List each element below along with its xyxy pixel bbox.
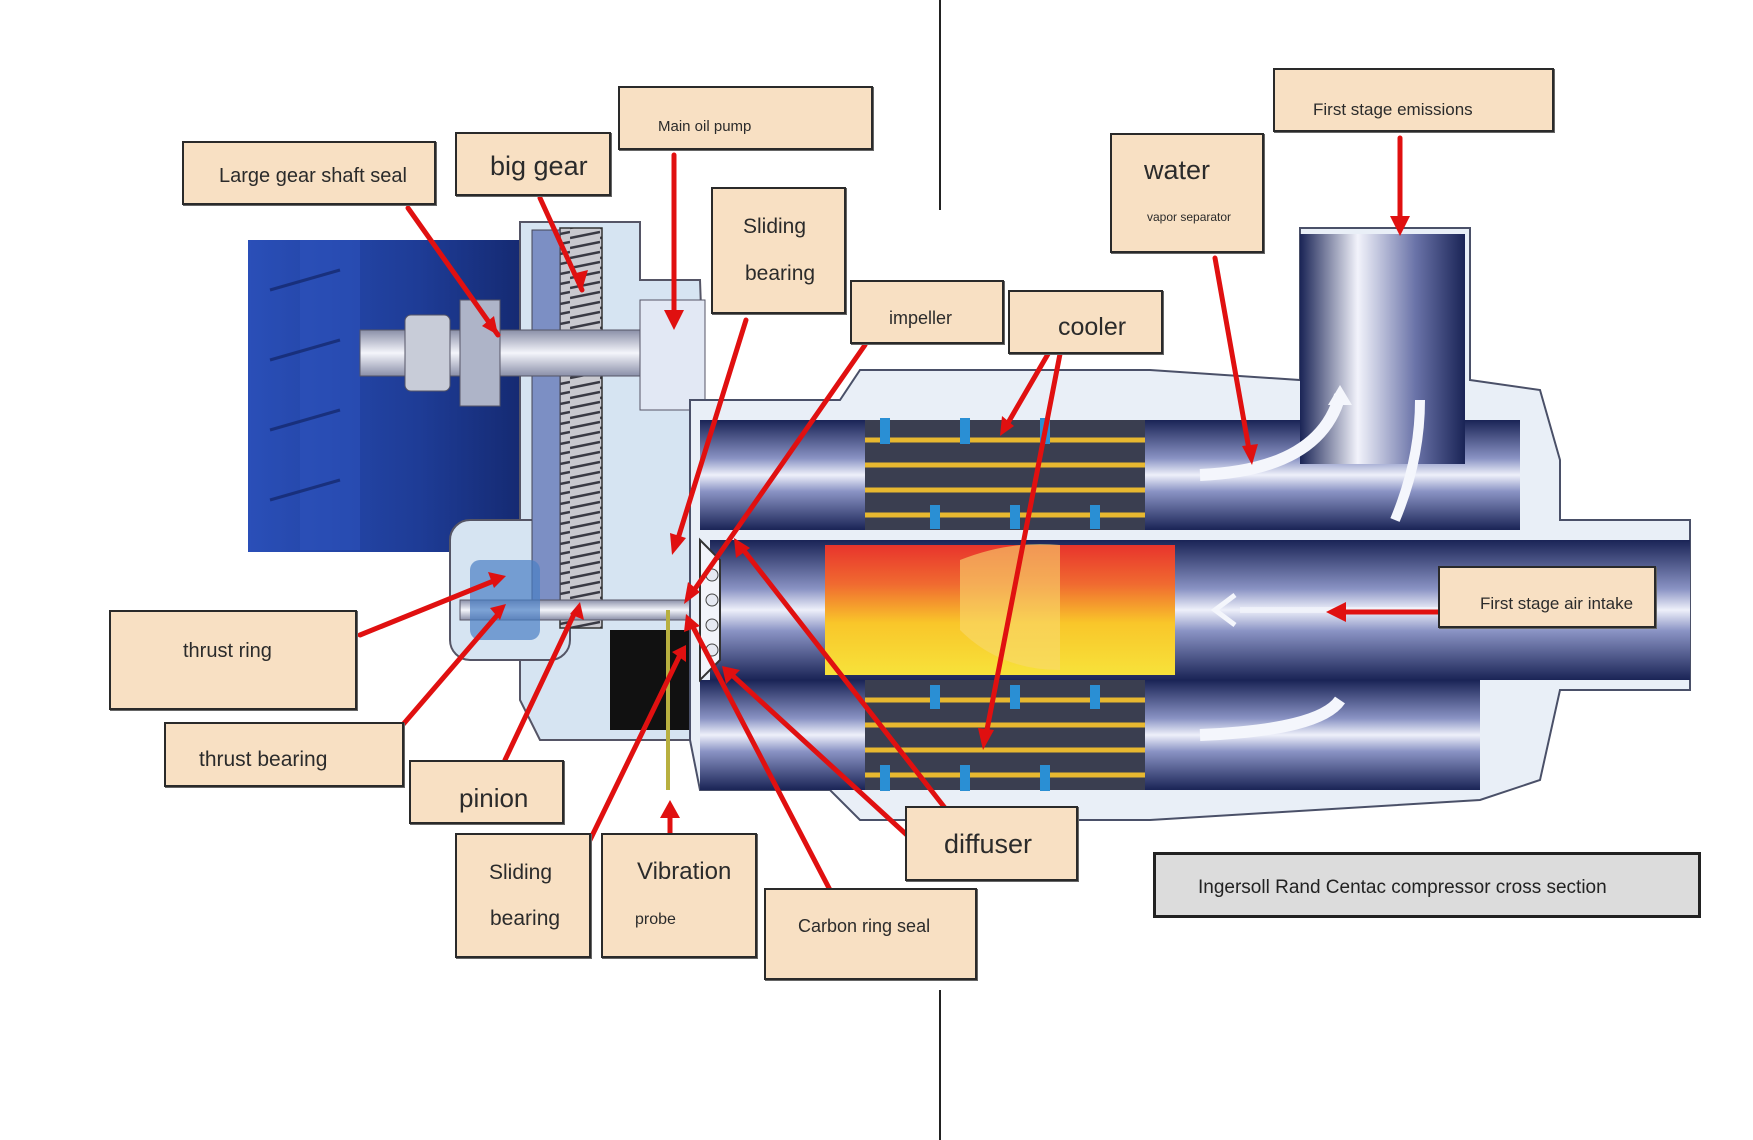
cooler-top (865, 418, 1145, 530)
label-first-stage-air-intake: First stage air intake (1438, 566, 1656, 628)
label-main-oil-pump: Main oil pump (618, 86, 873, 150)
label-diffuser: diffuser (905, 806, 1078, 881)
label-cooler: cooler (1008, 290, 1163, 354)
label-thrust-ring: thrust ring (109, 610, 357, 710)
label-big-gear: big gear (455, 132, 611, 196)
arrow-heads (482, 216, 1410, 818)
label-thrust-bearing: thrust bearing (164, 722, 404, 787)
label-water-vapor-separator: water vapor separator (1110, 133, 1264, 253)
label-large-gear-shaft-seal: Large gear shaft seal (182, 141, 436, 205)
label-sliding-bearing-top: Sliding bearing (711, 187, 846, 314)
callout-arrows (357, 135, 1451, 893)
label-pinion: pinion (409, 760, 564, 824)
label-first-stage-emissions: First stage emissions (1273, 68, 1554, 132)
label-vibration-probe: Vibration probe (601, 833, 757, 958)
label-impeller: impeller (850, 280, 1004, 344)
label-carbon-ring-seal: Carbon ring seal (764, 888, 977, 980)
big-gear (559, 227, 603, 629)
label-sliding-bearing-bottom: Sliding bearing (455, 833, 591, 958)
cooler-bottom (865, 680, 1145, 791)
diagram-caption: Ingersoll Rand Centac compressor cross s… (1153, 852, 1701, 918)
